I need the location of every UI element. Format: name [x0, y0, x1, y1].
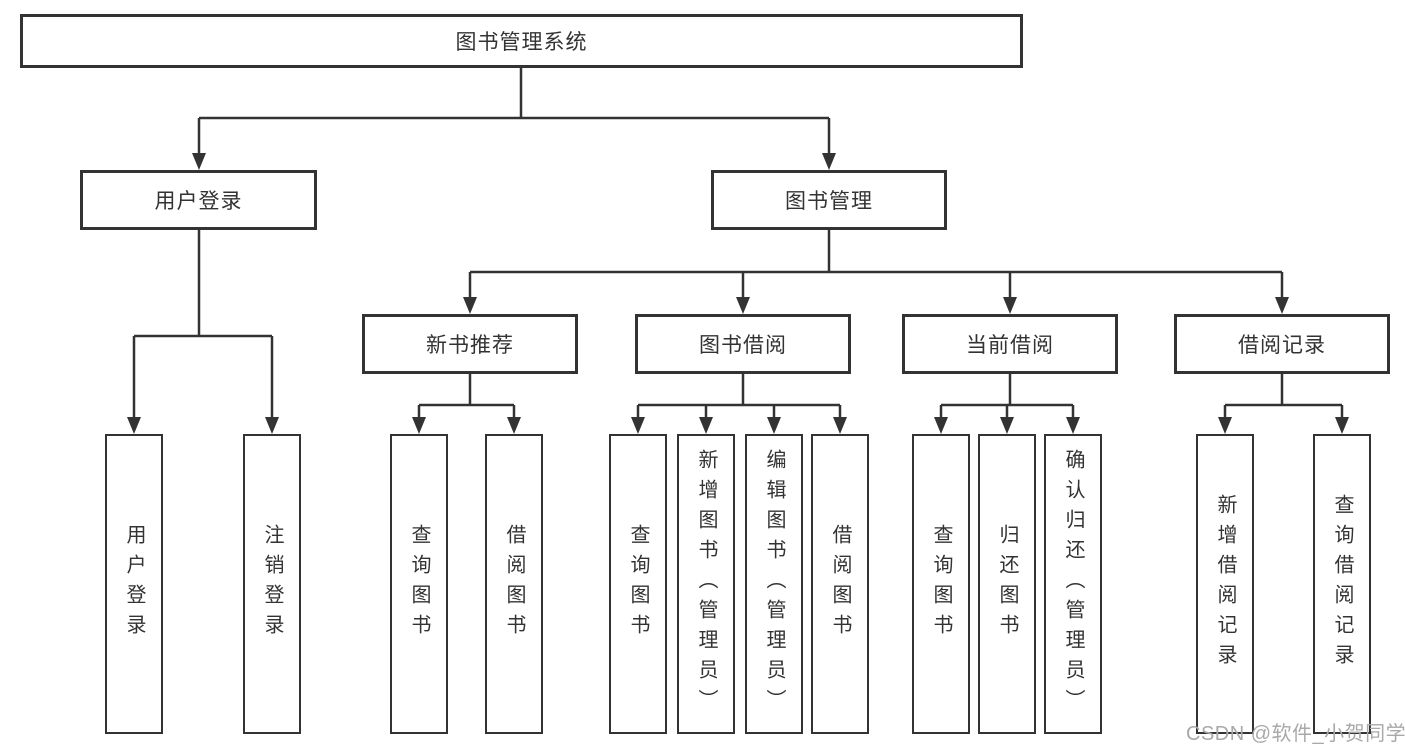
leaf-query-books-2: 查询图书 [609, 434, 667, 734]
node-user-login-label: 用户登录 [154, 190, 243, 213]
node-borrow-records: 借阅记录 [1174, 314, 1390, 374]
node-book-management-label: 图书管理 [785, 190, 873, 213]
leaf-logout: 注销登录 [243, 434, 301, 734]
leaf-add-books-admin: 新增图书（管理员） [677, 434, 735, 734]
leaf-return-books-label: 归还图书 [996, 524, 1018, 644]
leaf-query-books-3: 查询图书 [912, 434, 970, 734]
leaf-query-borrow-record: 查询借阅记录 [1313, 434, 1371, 734]
leaf-add-borrow-record-label: 新增借阅记录 [1214, 494, 1236, 674]
leaf-add-books-admin-label: 新增图书（管理员） [695, 449, 717, 719]
leaf-query-books-2-label: 查询图书 [627, 524, 649, 644]
leaf-borrow-books-1-label: 借阅图书 [503, 524, 525, 644]
leaf-edit-books-admin-label: 编辑图书（管理员） [763, 449, 785, 719]
node-new-book-recommend: 新书推荐 [362, 314, 578, 374]
leaf-query-borrow-record-label: 查询借阅记录 [1331, 494, 1353, 674]
leaf-user-login-label: 用户登录 [123, 524, 145, 644]
arrowheads [127, 153, 1349, 434]
leaf-borrow-books-2: 借阅图书 [811, 434, 869, 734]
leaf-add-borrow-record: 新增借阅记录 [1196, 434, 1254, 734]
node-book-borrowing: 图书借阅 [635, 314, 851, 374]
node-book-management: 图书管理 [711, 170, 947, 230]
node-book-borrowing-label: 图书借阅 [699, 334, 787, 357]
node-current-borrowing-label: 当前借阅 [966, 334, 1054, 357]
csdn-watermark: CSDN @软件_小贺同学 [1186, 723, 1405, 745]
leaf-query-books-3-label: 查询图书 [930, 524, 952, 644]
leaf-query-books-1: 查询图书 [390, 434, 448, 734]
leaf-logout-label: 注销登录 [261, 524, 283, 644]
leaf-confirm-return-admin: 确认归还（管理员） [1044, 434, 1102, 734]
leaf-borrow-books-1: 借阅图书 [485, 434, 543, 734]
leaf-edit-books-admin: 编辑图书（管理员） [745, 434, 803, 734]
leaf-user-login: 用户登录 [105, 434, 163, 734]
node-root-label: 图书管理系统 [455, 31, 588, 54]
leaf-borrow-books-2-label: 借阅图书 [829, 524, 851, 644]
leaf-return-books: 归还图书 [978, 434, 1036, 734]
node-borrow-records-label: 借阅记录 [1238, 334, 1326, 357]
node-new-book-recommend-label: 新书推荐 [426, 334, 514, 357]
node-current-borrowing: 当前借阅 [902, 314, 1118, 374]
node-user-login: 用户登录 [80, 170, 317, 230]
leaf-query-books-1-label: 查询图书 [408, 524, 430, 644]
leaf-confirm-return-admin-label: 确认归还（管理员） [1062, 449, 1084, 719]
node-root: 图书管理系统 [20, 14, 1023, 68]
